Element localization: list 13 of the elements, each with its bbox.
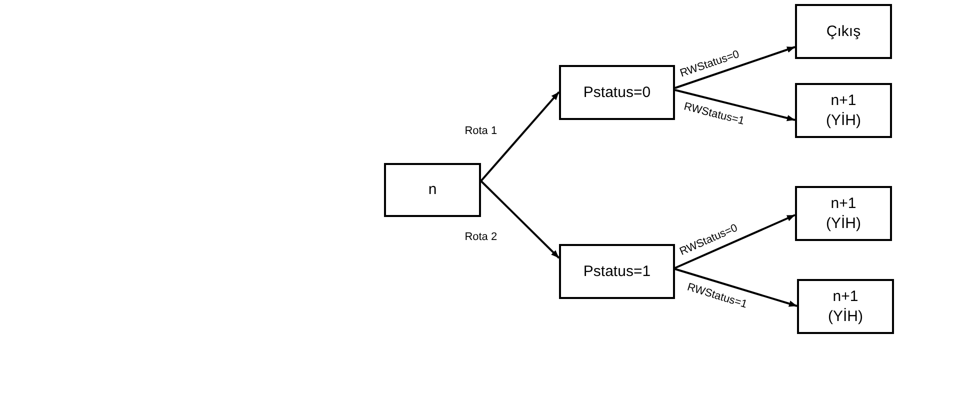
process-box: Pstatus=0 — [559, 65, 675, 120]
arrow — [674, 268, 798, 307]
process-box: n — [384, 163, 481, 217]
arrow — [674, 89, 796, 122]
process-box: n+1 (YİH) — [795, 83, 892, 138]
arrow — [674, 214, 796, 269]
arrow — [480, 180, 560, 259]
process-box: n+1 (YİH) — [797, 279, 894, 334]
process-box: Pstatus=1 — [559, 244, 675, 299]
process-box: n+1 (YİH) — [795, 186, 892, 241]
arrow — [674, 46, 796, 89]
arrow — [480, 91, 560, 182]
process-box: Çıkış — [795, 4, 892, 59]
